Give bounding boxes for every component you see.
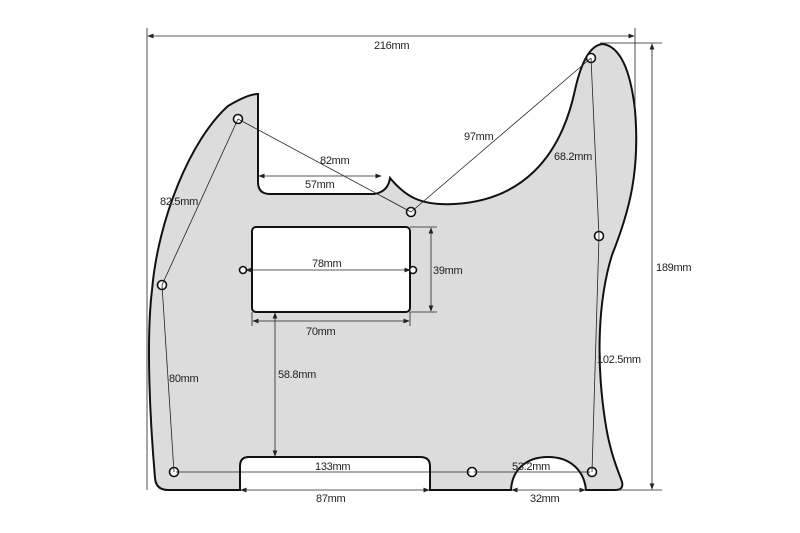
label-32mm: 32mm [530,493,559,505]
label-133mm: 133mm [315,461,350,473]
label-70mm: 70mm [306,326,335,338]
label-58-8mm: 58.8mm [278,369,316,381]
label-102-5mm: 102.5mm [597,354,641,366]
screw-hole [238,265,248,275]
dimension-lines [146,28,662,493]
label-80mm: 80mm [169,373,198,385]
label-87mm: 87mm [316,493,345,505]
label-68-2mm: 68.2mm [554,151,592,163]
label-39mm: 39mm [433,265,462,277]
label-overall-width: 216mm [374,40,409,52]
label-53-2mm: 53.2mm [512,461,550,473]
label-57mm: 57mm [305,179,334,191]
label-78mm: 78mm [312,258,341,270]
label-97mm: 97mm [464,131,493,143]
label-overall-height: 189mm [656,262,691,274]
label-82-5mm: 82.5mm [160,196,198,208]
screw-hole [408,265,418,275]
label-82mm: 82mm [320,155,349,167]
